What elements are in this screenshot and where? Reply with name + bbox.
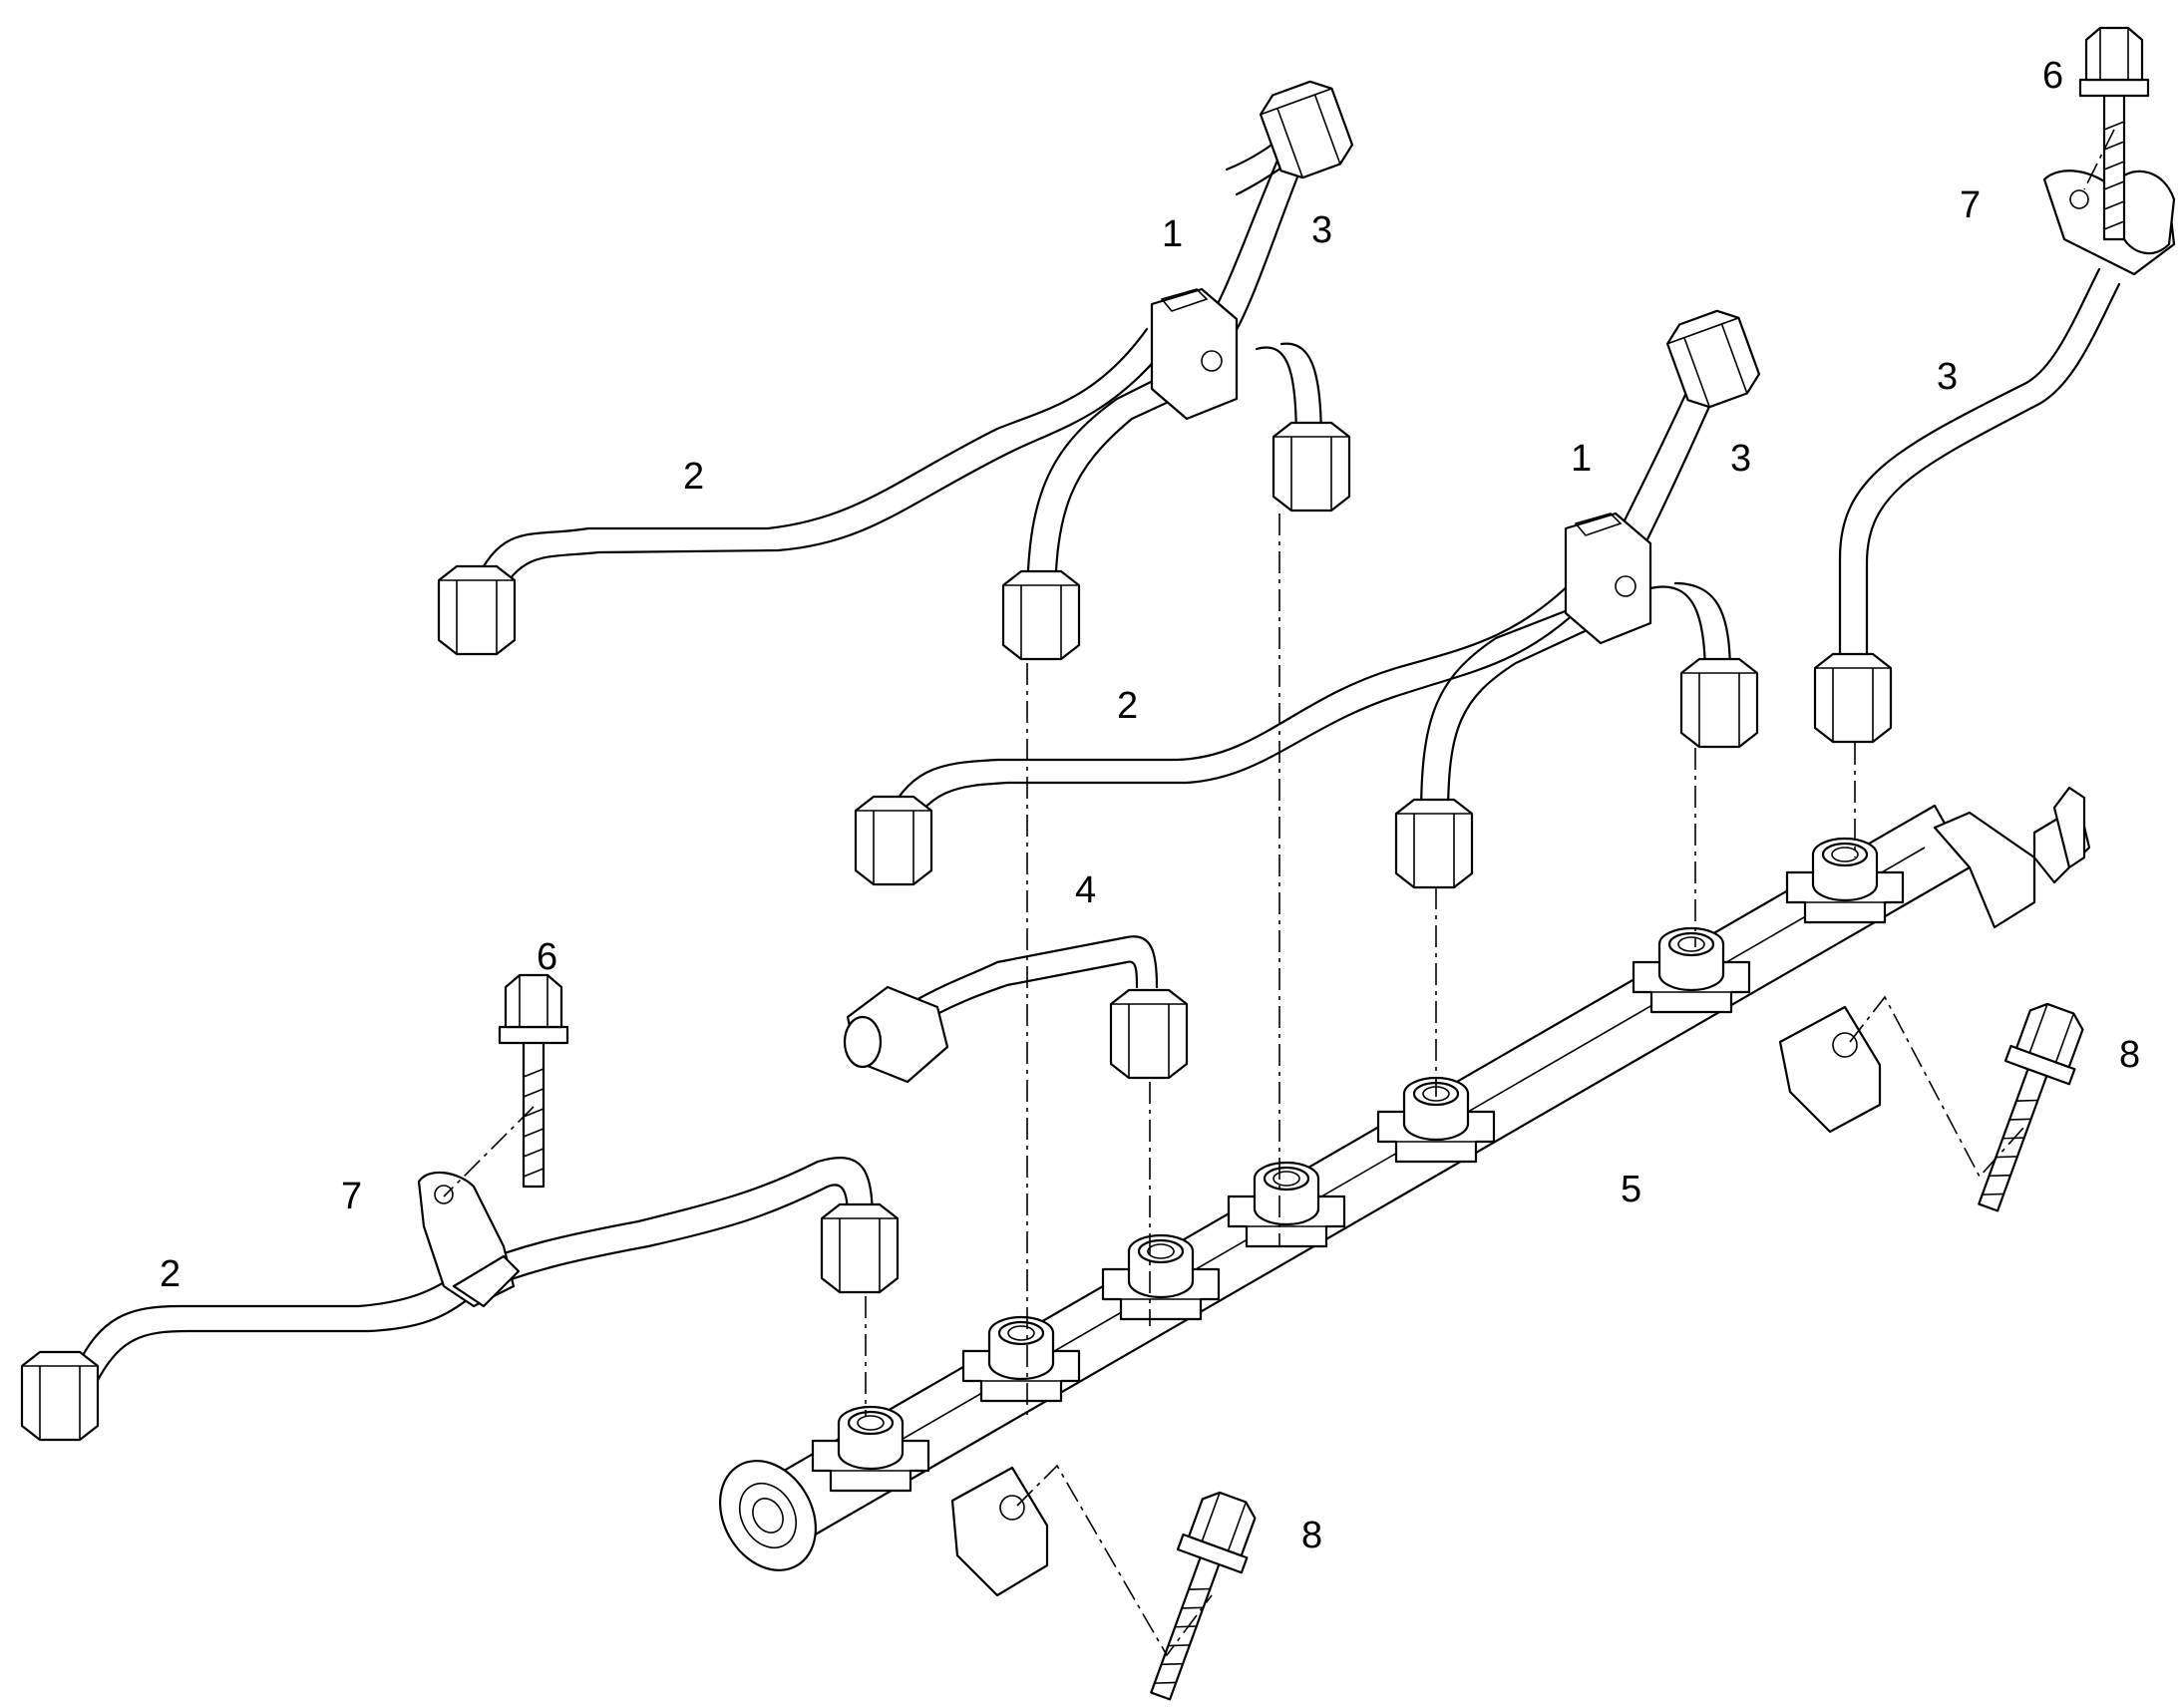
callout-5: 5 — [1621, 1169, 1641, 1210]
callout-2-middle: 2 — [1117, 685, 1138, 727]
callout-7-left: 7 — [341, 1176, 362, 1217]
callout-3-upper: 3 — [1311, 209, 1332, 251]
pipe-assembly-lower — [20, 1157, 900, 1442]
bolt-8-right — [1955, 996, 2094, 1220]
rail-bracket-right — [1778, 1005, 1882, 1134]
callout-6-right: 6 — [2042, 55, 2063, 97]
bolt-6-left — [498, 973, 569, 1189]
callouts: 1 3 2 1 3 2 6 7 3 4 6 7 2 5 8 8 — [160, 55, 2140, 1556]
pipe-assembly-middle — [854, 303, 1765, 889]
callout-2-lower: 2 — [160, 1253, 181, 1295]
callout-1-middle: 1 — [1571, 438, 1592, 480]
pipe-assembly-upper — [437, 74, 1358, 661]
callout-3-right: 3 — [1937, 356, 1958, 398]
callout-8-bottom: 8 — [1301, 1515, 1322, 1556]
callout-2-upper: 2 — [683, 456, 704, 498]
alignment-lines — [443, 129, 2115, 1657]
callout-3-middle: 3 — [1730, 438, 1751, 480]
callout-7-right: 7 — [1960, 184, 1981, 226]
callout-6-left: 6 — [537, 936, 557, 978]
callout-1-upper: 1 — [1162, 213, 1183, 255]
bolt-8-bottom — [1127, 1485, 1267, 1708]
callout-8-right: 8 — [2119, 1034, 2140, 1076]
pipe-4 — [843, 935, 1189, 1084]
pipe-3-right — [1813, 170, 2176, 744]
callout-4: 4 — [1075, 869, 1096, 911]
rail-bracket-left — [950, 1466, 1049, 1597]
